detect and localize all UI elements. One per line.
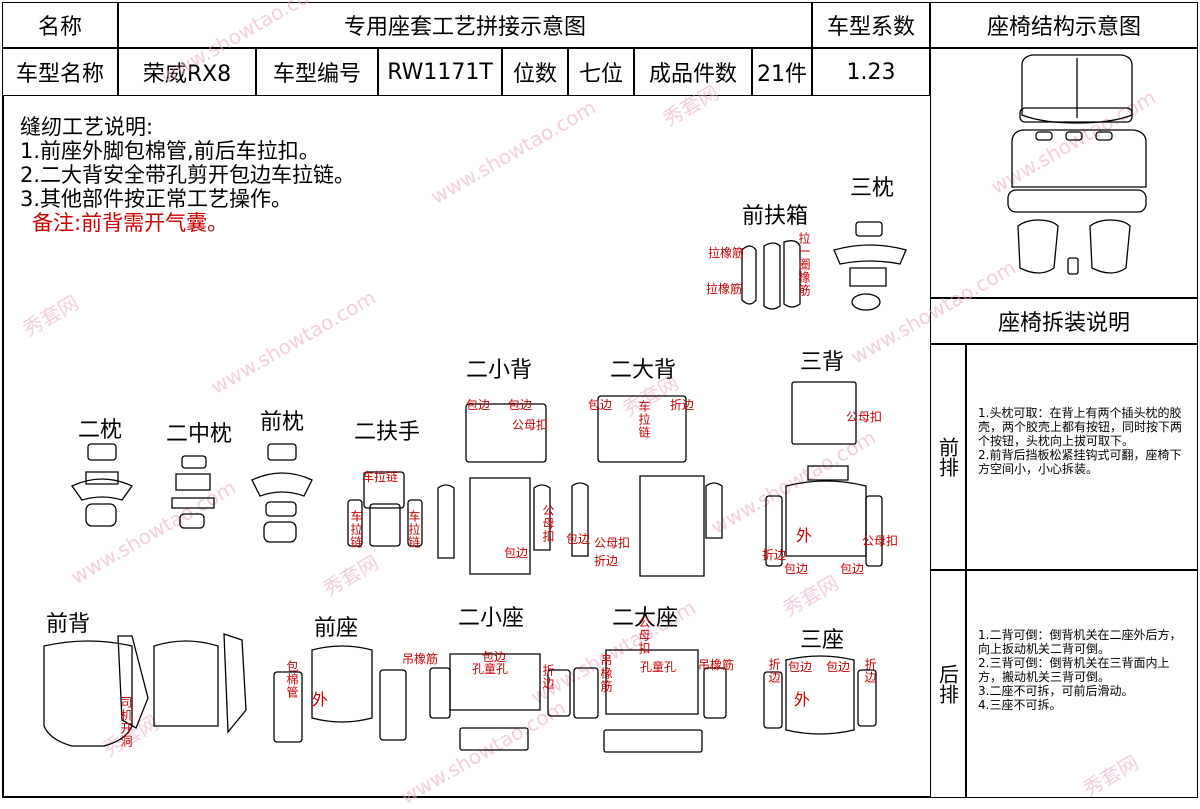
- annotation-snap: 公母扣: [512, 418, 549, 432]
- annotation-fold: 折边: [762, 548, 787, 562]
- annotation-snap: 公母扣: [846, 410, 883, 424]
- front-row-text: 1.头枕可取：在背上有两个插头枕的胶壳，两个胶壳上都有按钮，同时按下两个按钮，头…: [978, 406, 1183, 476]
- disassembly-title: 座椅拆装说明: [930, 298, 1198, 344]
- annotation-fold: 折边: [767, 658, 781, 684]
- part-back2-small: 二小背: [466, 358, 533, 383]
- back2-large-pieces: [571, 395, 723, 577]
- annotation-zip: 车拉链: [349, 510, 363, 549]
- structure-panel: [930, 48, 1198, 298]
- annotation-child-hole: 孔童孔: [640, 660, 677, 674]
- model-code-label: 车型编号: [256, 48, 378, 96]
- sewing-notes: 缝纫工艺说明: 1.前座外脚包棉管,前后车拉扣。 2.二大背安全带孔剪开包边车拉…: [20, 115, 355, 235]
- seats-value: 七位: [568, 48, 634, 96]
- part-armrest2: 二扶手: [354, 420, 421, 445]
- annotation-edge: 包边: [784, 562, 809, 576]
- annotation-edge: 包边: [466, 398, 491, 412]
- part-headrest2: 二枕: [78, 418, 123, 443]
- model-name-label: 车型名称: [2, 48, 118, 96]
- annotation-zip: 车拉链: [362, 470, 399, 484]
- annotation-hang-band: 吊橡筋: [698, 658, 735, 672]
- armrest2-pieces: [347, 471, 423, 547]
- annotation-zip: 车拉链: [407, 510, 421, 549]
- notes-line-1: 1.前座外脚包棉管,前后车拉扣。: [20, 139, 320, 163]
- part-seat-front: 前座: [314, 616, 359, 641]
- annotation-outer: 外: [794, 690, 811, 709]
- annotation-edge: 包边: [482, 650, 507, 664]
- structure-title: 座椅结构示意图: [930, 2, 1198, 48]
- seat3-pieces: [763, 655, 877, 735]
- part-seat3: 三座: [800, 628, 845, 653]
- notes-line-3: 3.其他部件按正常工艺操作。: [20, 187, 293, 211]
- annotation-fold: 折边: [863, 658, 877, 684]
- headrest3-pieces: [833, 221, 907, 311]
- part-back2-large: 二大背: [610, 358, 677, 383]
- part-back3: 三背: [800, 350, 845, 375]
- notes-heading: 缝纫工艺说明:: [20, 115, 154, 139]
- annotation-snap: 公母扣: [541, 504, 555, 543]
- annotation-edge: 包边: [508, 398, 533, 412]
- seat2-small-pieces: [429, 653, 571, 751]
- notes-remark: 备注:前背需开气囊。: [32, 211, 229, 235]
- front-armbox-pieces: [741, 240, 801, 310]
- back3-pieces: [765, 381, 883, 567]
- annotation-circle-band: 拉一圈橡筋: [797, 232, 811, 297]
- part-headrest3: 三枕: [850, 176, 895, 201]
- front-row-label: 前排: [930, 344, 966, 570]
- back-front-pieces: [43, 633, 247, 747]
- part-headrest2-middle: 二中枕: [166, 422, 233, 447]
- rear-row-panel: [966, 570, 1198, 798]
- annotation-pull-band: 拉橡筋: [706, 282, 743, 296]
- annotation-edge: 包边: [826, 660, 851, 674]
- annotation-pull-band: 拉橡筋: [708, 246, 745, 260]
- part-seat2-large: 二大座: [612, 606, 679, 631]
- headrest2-pieces: [71, 443, 133, 527]
- annotation-outer: 外: [796, 526, 813, 545]
- annotation-edge: 包边: [840, 562, 865, 576]
- annotation-snap: 公母扣: [637, 616, 651, 655]
- annotation-hang-band: 吊橡筋: [402, 652, 439, 666]
- annotation-edge: 包边: [566, 532, 591, 546]
- coef-value: 1.23: [812, 48, 930, 96]
- seat-front-pieces: [273, 645, 407, 743]
- pieces-value: 21件: [752, 48, 812, 96]
- part-seat2-small: 二小座: [458, 606, 525, 631]
- name-label: 名称: [2, 2, 118, 48]
- back2-small-pieces: [437, 403, 551, 575]
- rear-row-label: 后排: [930, 570, 966, 798]
- annotation-fold: 折边: [541, 664, 555, 690]
- annotation-fold: 折边: [670, 398, 695, 412]
- front-row-panel: [966, 344, 1198, 570]
- coef-label: 车型系数: [812, 2, 930, 48]
- model-name: 荣威RX8: [118, 48, 256, 96]
- page-title: 专用座套工艺拼接示意图: [118, 2, 812, 48]
- annotation-wrap-tube: 包棉管: [285, 660, 299, 699]
- annotation-zip: 车拉链: [637, 400, 651, 439]
- headrest2m-pieces: [171, 455, 215, 529]
- part-armbox: 前扶箱: [742, 204, 809, 229]
- annotation-snap: 公母扣: [594, 536, 631, 550]
- annotation-outer: 外: [312, 690, 329, 709]
- annotation-edge: 包边: [504, 546, 529, 560]
- part-back-front: 前背: [46, 612, 91, 637]
- annotation-edge: 包边: [588, 398, 613, 412]
- annotation-driver-hole: 司机开洞: [119, 696, 133, 748]
- headrest-front-pieces: [251, 443, 313, 543]
- seat-structure-sketch: [1007, 54, 1147, 275]
- annotation-child-hole: 孔童孔: [472, 662, 509, 676]
- pieces-label: 成品件数: [634, 48, 752, 96]
- annotation-fold: 折边: [594, 554, 619, 568]
- annotation-edge: 包边: [788, 660, 813, 674]
- part-headrest-front: 前枕: [260, 410, 305, 435]
- annotation-hang-band: 吊橡筋: [599, 654, 613, 693]
- notes-line-2: 2.二大背安全带孔剪开包边车拉链。: [20, 163, 356, 187]
- seat2-large-pieces: [573, 649, 727, 753]
- seats-label: 位数: [502, 48, 568, 96]
- model-code: RW1171T: [378, 48, 502, 96]
- annotation-snap: 公母扣: [862, 534, 899, 548]
- rear-row-text: 1.二背可倒：倒背机关在二座外后方，向上扳动机关二背可倒。 2.三背可倒：倒背机…: [978, 628, 1182, 712]
